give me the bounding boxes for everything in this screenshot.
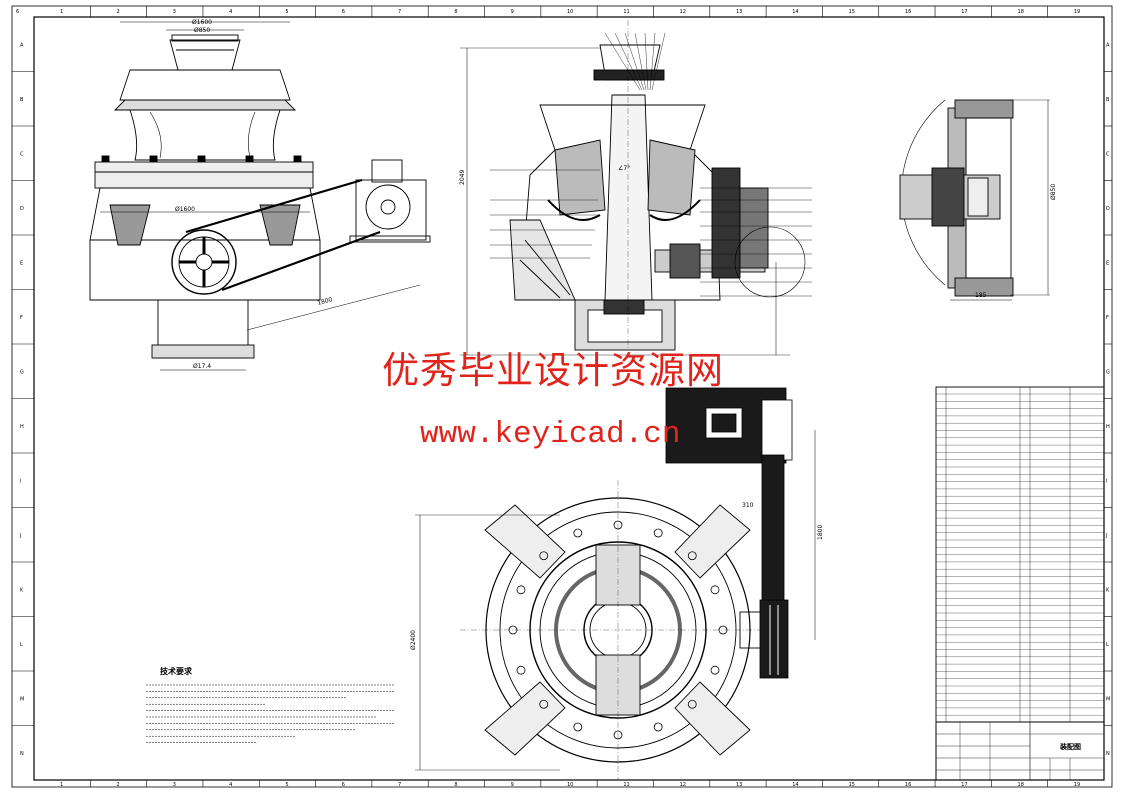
zone-row-label: F bbox=[1106, 315, 1109, 321]
dim-side-width: 185 bbox=[975, 292, 987, 299]
plan-view bbox=[415, 480, 780, 780]
zone-col-label: 14 bbox=[792, 782, 798, 788]
zone-row-label: E bbox=[1106, 260, 1109, 266]
zone-col-label: 18 bbox=[1018, 782, 1024, 788]
zone-row-label: B bbox=[20, 97, 24, 103]
zone-col-label: 9 bbox=[511, 782, 514, 788]
zone-col-label: 7 bbox=[398, 9, 401, 15]
zone-col-label: 11 bbox=[623, 9, 629, 15]
zone-col-label: 11 bbox=[623, 782, 629, 788]
zone-row-label: M bbox=[1106, 696, 1110, 702]
zone-row-labels: A A B B C C D D E E F F G G H H I I J J K K L L M M N N bbox=[19, 42, 1110, 757]
dim-front-outer: Ø1600 bbox=[192, 19, 212, 26]
dim-side-dia: Ø850 bbox=[1050, 184, 1057, 200]
zone-row-label: J bbox=[19, 533, 21, 539]
zone-col-label: 15 bbox=[849, 9, 855, 15]
zone-column-ticks bbox=[90, 6, 1048, 787]
zone-col-label: 18 bbox=[1018, 9, 1024, 15]
zone-col-label: 16 bbox=[905, 9, 911, 15]
zone-column-labels: 1122334455667788991010111112121313141415… bbox=[60, 9, 1080, 788]
zone-row-label: L bbox=[20, 642, 23, 648]
zone-row-label: A bbox=[1106, 42, 1110, 48]
zone-col-label: 6 bbox=[342, 9, 345, 15]
bom-drawing-title: 装配图 bbox=[1060, 743, 1081, 751]
zone-row-label: N bbox=[20, 751, 24, 757]
title-block bbox=[935, 721, 1105, 781]
zone-row-label: N bbox=[1106, 751, 1110, 757]
zone-col-label: 5 bbox=[285, 782, 288, 788]
zone-row-label: F bbox=[20, 315, 23, 321]
zone-row-label: K bbox=[1106, 587, 1110, 593]
dim-section-height: 2049 bbox=[459, 170, 466, 185]
zone-col-label: 7 bbox=[398, 782, 401, 788]
zone-row-label: E bbox=[20, 260, 23, 266]
zone-row-label: M bbox=[20, 696, 24, 702]
zone-row-label: H bbox=[1106, 424, 1110, 430]
zone-col-label: 3 bbox=[173, 9, 176, 15]
zone-col-label: 10 bbox=[567, 782, 573, 788]
zone-row-label: D bbox=[1106, 206, 1110, 212]
zone-col-label: 12 bbox=[680, 9, 686, 15]
zone-col-label: 1 bbox=[60, 9, 63, 15]
side-detail-view bbox=[899, 99, 1050, 301]
dim-plan-dia: Ø2400 bbox=[410, 630, 417, 650]
zone-col-label: 12 bbox=[680, 782, 686, 788]
zone-row-label: I bbox=[20, 478, 21, 484]
zone-row-label: K bbox=[20, 587, 24, 593]
zone-row-label: H bbox=[20, 424, 24, 430]
dim-cone-dia: Ø850 bbox=[194, 27, 210, 34]
belt-drive-plan bbox=[665, 387, 816, 679]
tech-requirements-block bbox=[146, 684, 394, 743]
zone-col-label: 5 bbox=[285, 9, 288, 15]
zone-col-label: 3 bbox=[173, 782, 176, 788]
watermark-title: 优秀毕业设计资源网 bbox=[382, 349, 724, 392]
tech-requirements-title: 技术要求 bbox=[160, 667, 192, 676]
zone-row-label: G bbox=[1106, 369, 1110, 375]
zone-col-label: 17 bbox=[961, 782, 967, 788]
section-view bbox=[460, 20, 812, 356]
zone-col-label: 17 bbox=[961, 9, 967, 15]
zone-row-label: C bbox=[20, 151, 24, 157]
zone-col-label: 10 bbox=[567, 9, 573, 15]
dim-base-width: Ø17.4 bbox=[193, 363, 211, 370]
zone-col-label: 8 bbox=[454, 9, 457, 15]
zone-row-label: G bbox=[20, 369, 24, 375]
zone-col-label: 9 bbox=[511, 9, 514, 15]
zone-row-label: C bbox=[1106, 151, 1110, 157]
zone-col-label: 6 bbox=[342, 782, 345, 788]
zone-row-label: J bbox=[1105, 533, 1107, 539]
zone-col-label: 16 bbox=[905, 782, 911, 788]
zone-col-label: 4 bbox=[229, 782, 232, 788]
front-view bbox=[89, 21, 431, 371]
dim-belt-span: 1800 bbox=[317, 296, 334, 307]
corner-code: 6 bbox=[16, 9, 19, 15]
zone-col-label: 13 bbox=[736, 9, 742, 15]
dim-plan-belt: 1800 bbox=[817, 525, 824, 540]
zone-col-label: 13 bbox=[736, 782, 742, 788]
zone-col-label: 8 bbox=[454, 782, 457, 788]
zone-row-label: I bbox=[1106, 478, 1107, 484]
zone-col-label: 19 bbox=[1074, 9, 1080, 15]
bom-table bbox=[935, 386, 1105, 723]
zone-col-label: 14 bbox=[792, 9, 798, 15]
zone-row-label: A bbox=[20, 42, 24, 48]
zone-row-label: B bbox=[1106, 97, 1110, 103]
zone-row-label: L bbox=[1106, 642, 1109, 648]
watermark-url[interactable]: www.keyicad.cn bbox=[420, 417, 681, 452]
zone-col-label: 15 bbox=[849, 782, 855, 788]
zone-col-label: 4 bbox=[229, 9, 232, 15]
zone-col-label: 19 bbox=[1074, 782, 1080, 788]
dim-plan-side: 310 bbox=[742, 502, 754, 509]
zone-col-label: 1 bbox=[60, 782, 63, 788]
zone-col-label: 2 bbox=[116, 782, 119, 788]
zone-row-ticks bbox=[12, 71, 1112, 726]
zone-row-label: D bbox=[20, 206, 24, 212]
dim-front-frame: Ø1600 bbox=[175, 206, 195, 213]
zone-col-label: 2 bbox=[116, 9, 119, 15]
dim-cone-angle: ∠7° bbox=[618, 165, 630, 172]
